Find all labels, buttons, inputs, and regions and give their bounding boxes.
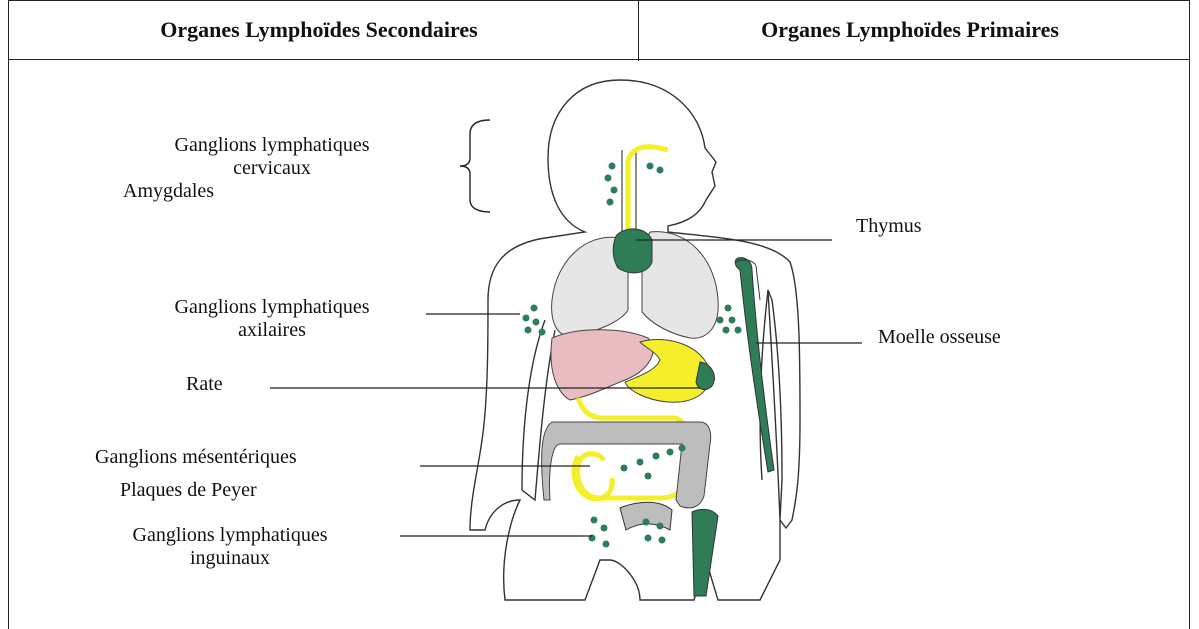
label-cervical-line1: Ganglions lymphatiques [120,134,424,157]
label-axillary-line2: axilaires [120,319,424,342]
cervical-nodes [605,163,664,206]
right-lung [642,232,718,339]
mesenteric-nodes [621,445,686,480]
label-amygdales: Amygdales [123,180,214,203]
label-axillary-line1: Ganglions lymphatiques [120,296,424,319]
label-rate: Rate [186,373,223,396]
label-peyer: Plaques de Peyer [120,479,257,502]
label-thymus: Thymus [856,215,922,238]
label-inguinal-line1: Ganglions lymphatiques [78,524,382,547]
thymus [613,229,652,273]
spleen [696,362,714,389]
label-mesenteric: Ganglions mésentériques [95,446,297,469]
axillary-nodes-left [523,305,546,336]
label-moelle-osseuse: Moelle osseuse [878,326,1001,349]
label-inguinal-line2: inguinaux [78,547,382,570]
arm-bone-marrow [735,258,774,472]
axillary-nodes-right [717,305,742,334]
femur-marrow [692,509,718,596]
large-intestine [542,422,711,508]
label-cervical-line2: cervicaux [120,157,424,180]
cervical-bracket [460,120,490,212]
